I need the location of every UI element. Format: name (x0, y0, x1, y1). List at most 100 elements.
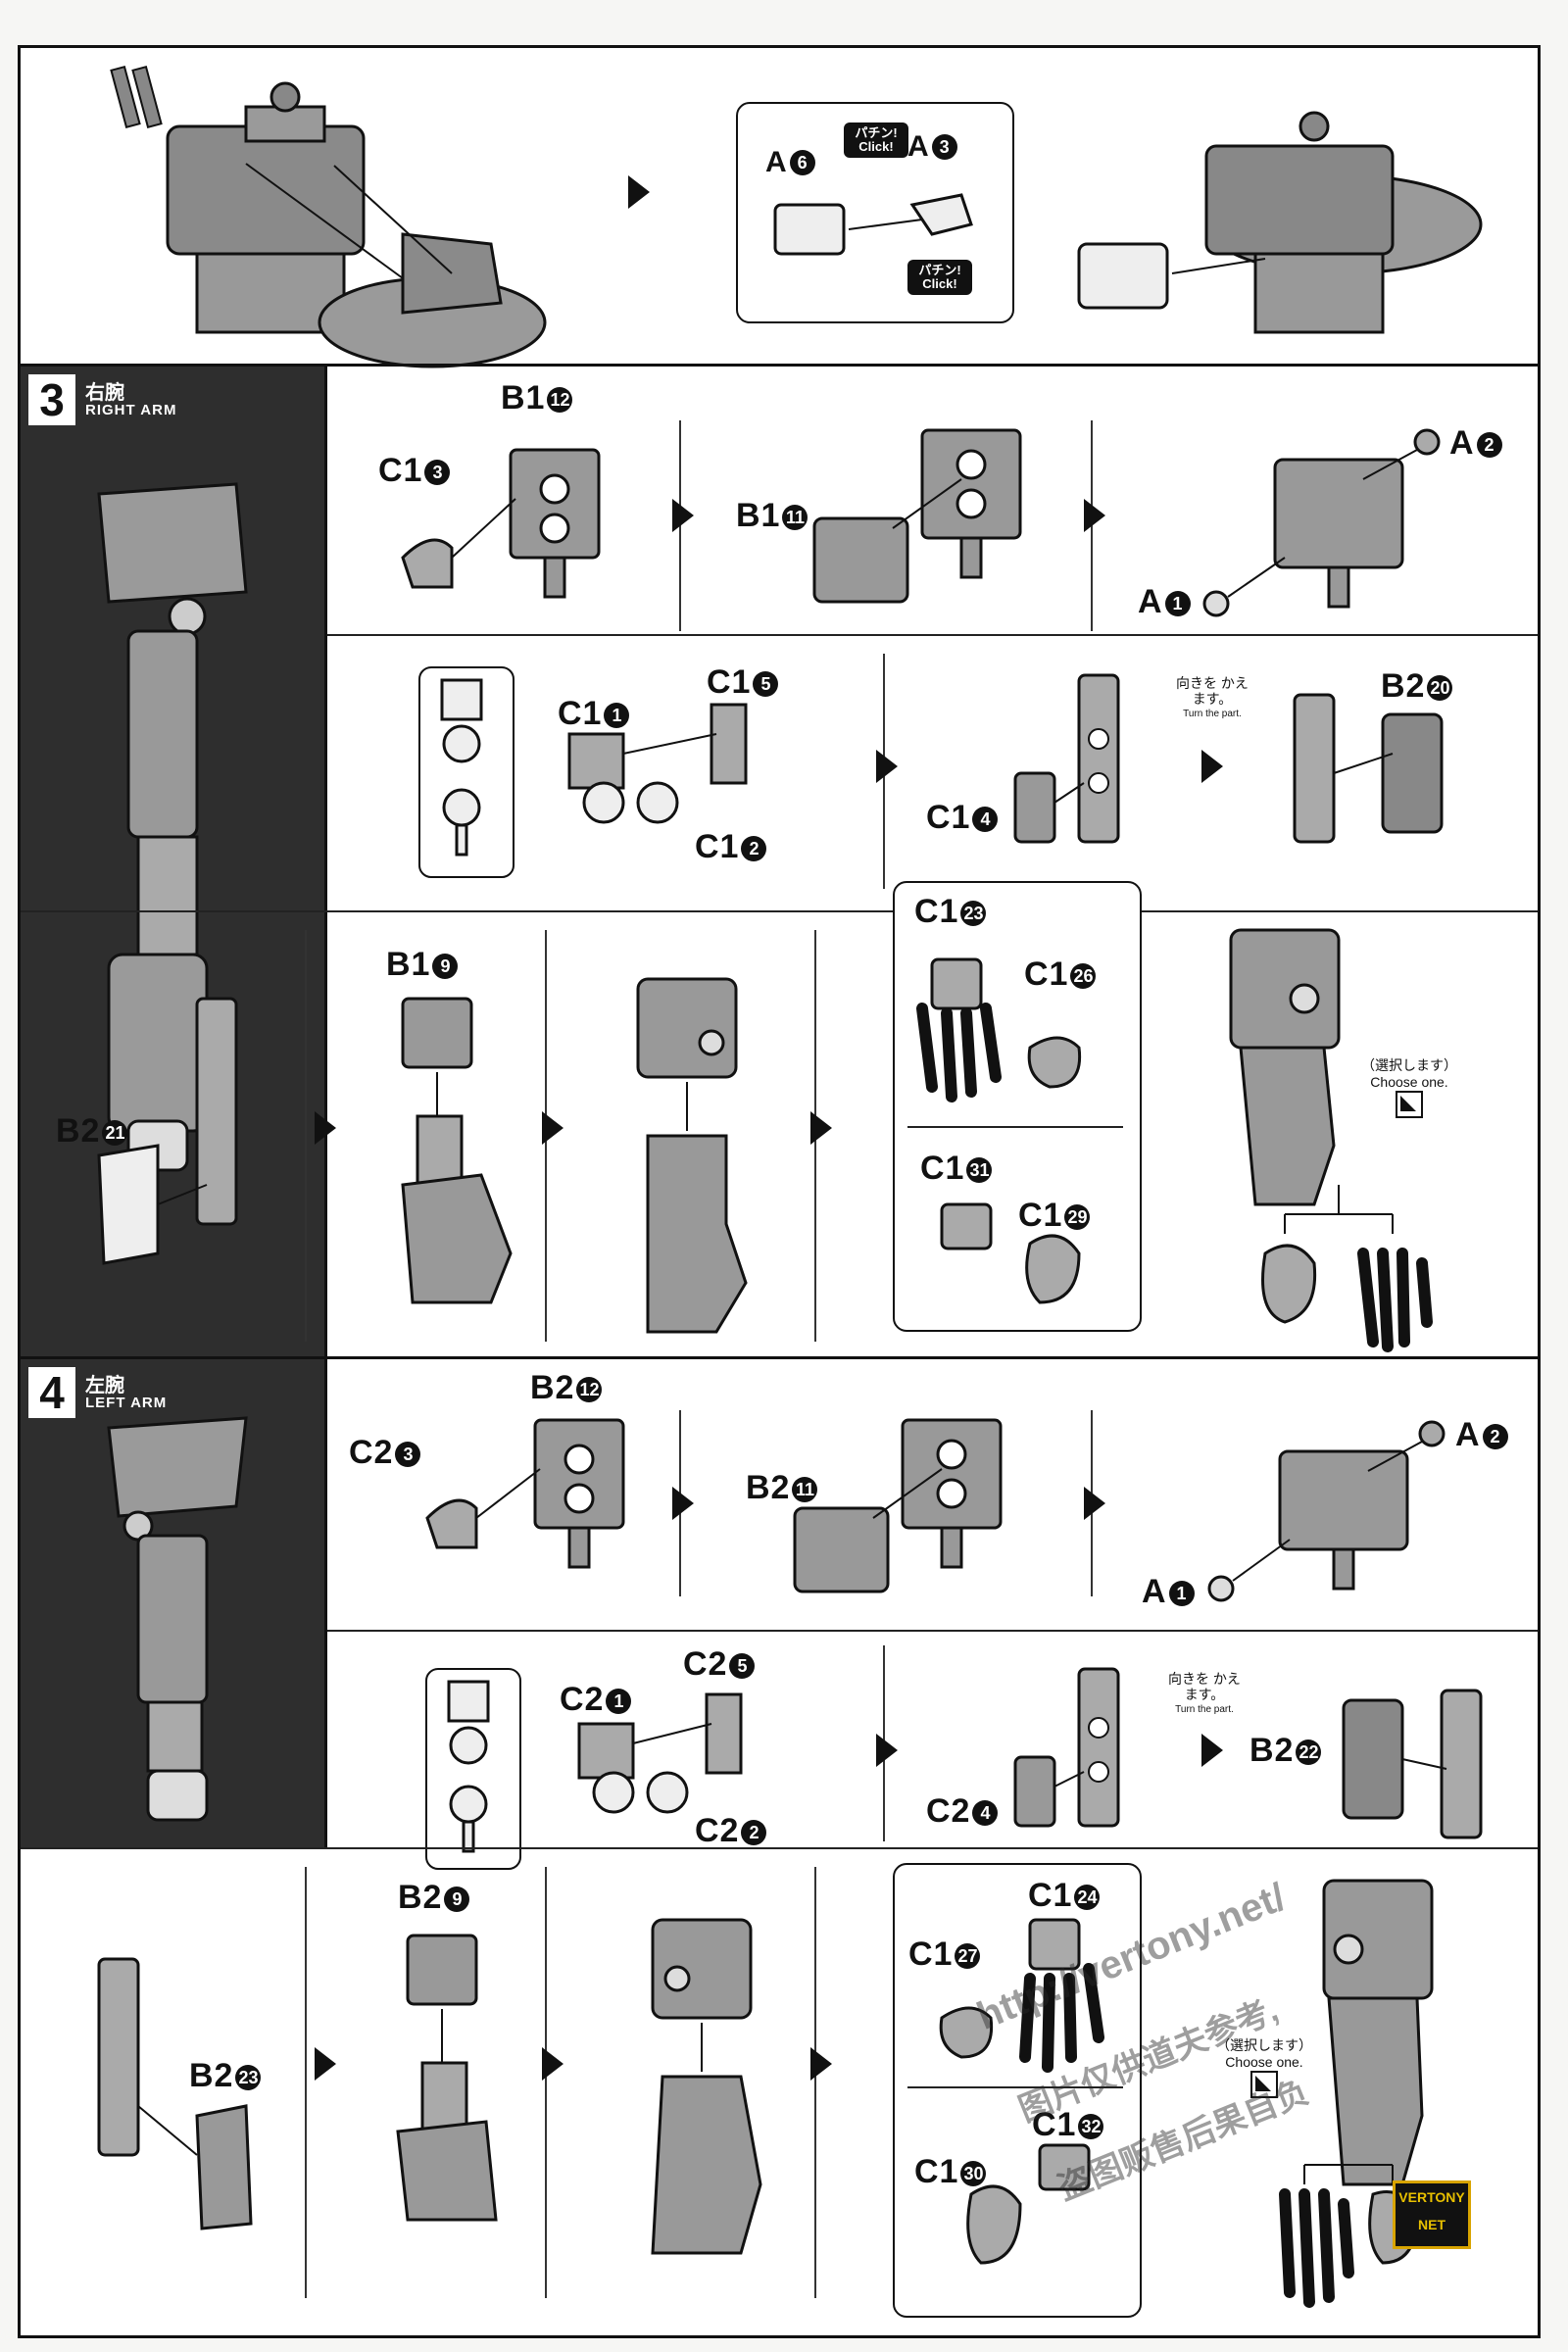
step4-title-en: LEFT ARM (85, 1395, 168, 1411)
choose-one-jp: （選択します） (1216, 2037, 1312, 2053)
step3-title-en: RIGHT ARM (85, 402, 177, 418)
turn-part-en: Turn the part. (1175, 1704, 1234, 1715)
step-arrow (1084, 1487, 1105, 1520)
fist-parts-illustration (966, 2143, 1091, 2265)
step-arrow (1201, 1734, 1223, 1767)
elbow-block-illustration (425, 1418, 625, 1569)
step3-title-jp: 右腕 (85, 382, 124, 404)
elbow-block-illustration (401, 448, 601, 599)
forearm-assembled-illustration (651, 1918, 762, 2255)
turn-part-jp: 向きを かえます。 (1168, 1671, 1241, 1702)
step-arrow (672, 1487, 694, 1520)
arm-with-hand-illustration (1322, 1879, 1434, 2186)
upper-arm-join-illustration (812, 428, 1022, 604)
turn-part-en: Turn the part. (1183, 709, 1242, 719)
step-arrow (876, 1734, 898, 1767)
joint-parts-callout-illustration (418, 666, 514, 878)
choose-one-en: Choose one. (1225, 2054, 1303, 2070)
step-arrow (315, 2047, 336, 2081)
click-bubble: パチン! Click! (844, 122, 908, 158)
forearm-assembled-illustration (636, 977, 748, 1334)
fist-parts-illustration (940, 1202, 1081, 1304)
click-bubble: パチン! Click! (907, 260, 972, 295)
choose-one-note: （選択します） Choose one. (1346, 1057, 1473, 1122)
step-arrow (672, 499, 694, 532)
choose-one-jp: （選択します） (1361, 1057, 1457, 1073)
step4-number: 4 (28, 1367, 75, 1418)
wrist-block-illustration (396, 1934, 498, 2222)
forearm-cover-illustration (1342, 1689, 1483, 1839)
watermark-badge: VERTONY NET (1393, 2180, 1471, 2249)
turn-part-jp: 向きを かえます。 (1176, 675, 1249, 707)
watermark-badge-line1: VERTONY (1398, 2189, 1465, 2205)
joint-parts-callout-illustration (425, 1668, 521, 1870)
forearm-shell-illustration (97, 997, 238, 1265)
watermark-badge-line2: NET (1418, 2217, 1446, 2232)
step-arrow (810, 1111, 832, 1145)
open-hand-parts-illustration (916, 957, 1082, 1102)
forearm-shell-illustration (97, 1957, 253, 2230)
choose-one-en: Choose one. (1370, 1074, 1448, 1090)
forearm-frame-illustration (1013, 673, 1120, 844)
choose-one-icon (1250, 2071, 1278, 2098)
arm-with-hand-illustration (1229, 928, 1341, 1206)
step3-number: 3 (28, 374, 75, 425)
open-hand-parts-illustration (939, 1918, 1104, 2073)
step-arrow (542, 1111, 564, 1145)
shoulder-caps-illustration (1207, 1420, 1446, 1602)
turn-part-note: 向きを かえます。 Turn the part. (1173, 675, 1251, 722)
upper-arm-join-illustration (793, 1418, 1003, 1593)
step-arrow (810, 2047, 832, 2081)
step3-sidebar: 3 右腕 RIGHT ARM (21, 367, 324, 1356)
forearm-frame-illustration (1013, 1667, 1120, 1828)
step-arrow (1084, 499, 1105, 532)
choose-one-icon (1396, 1091, 1423, 1118)
wrist-block-illustration (401, 997, 513, 1304)
hand-choice-illustration (1261, 1185, 1433, 1352)
turn-part-note: 向きを かえます。 Turn the part. (1165, 1671, 1244, 1718)
right-arm-overview-illustration (97, 482, 248, 1172)
hand-options-callout (893, 1863, 1142, 2318)
shoulder-caps-illustration (1202, 428, 1441, 617)
chest-assembly-illustration (1077, 111, 1483, 334)
step-arrow (315, 1111, 336, 1145)
forearm-joint-illustration (577, 1692, 743, 1814)
torso-assembly-illustration (110, 65, 547, 368)
step4-title-jp: 左腕 (85, 1375, 124, 1396)
step-arrow (542, 2047, 564, 2081)
left-arm-overview-illustration (107, 1416, 248, 1822)
step-arrow (876, 750, 898, 783)
forearm-joint-illustration (567, 703, 748, 824)
